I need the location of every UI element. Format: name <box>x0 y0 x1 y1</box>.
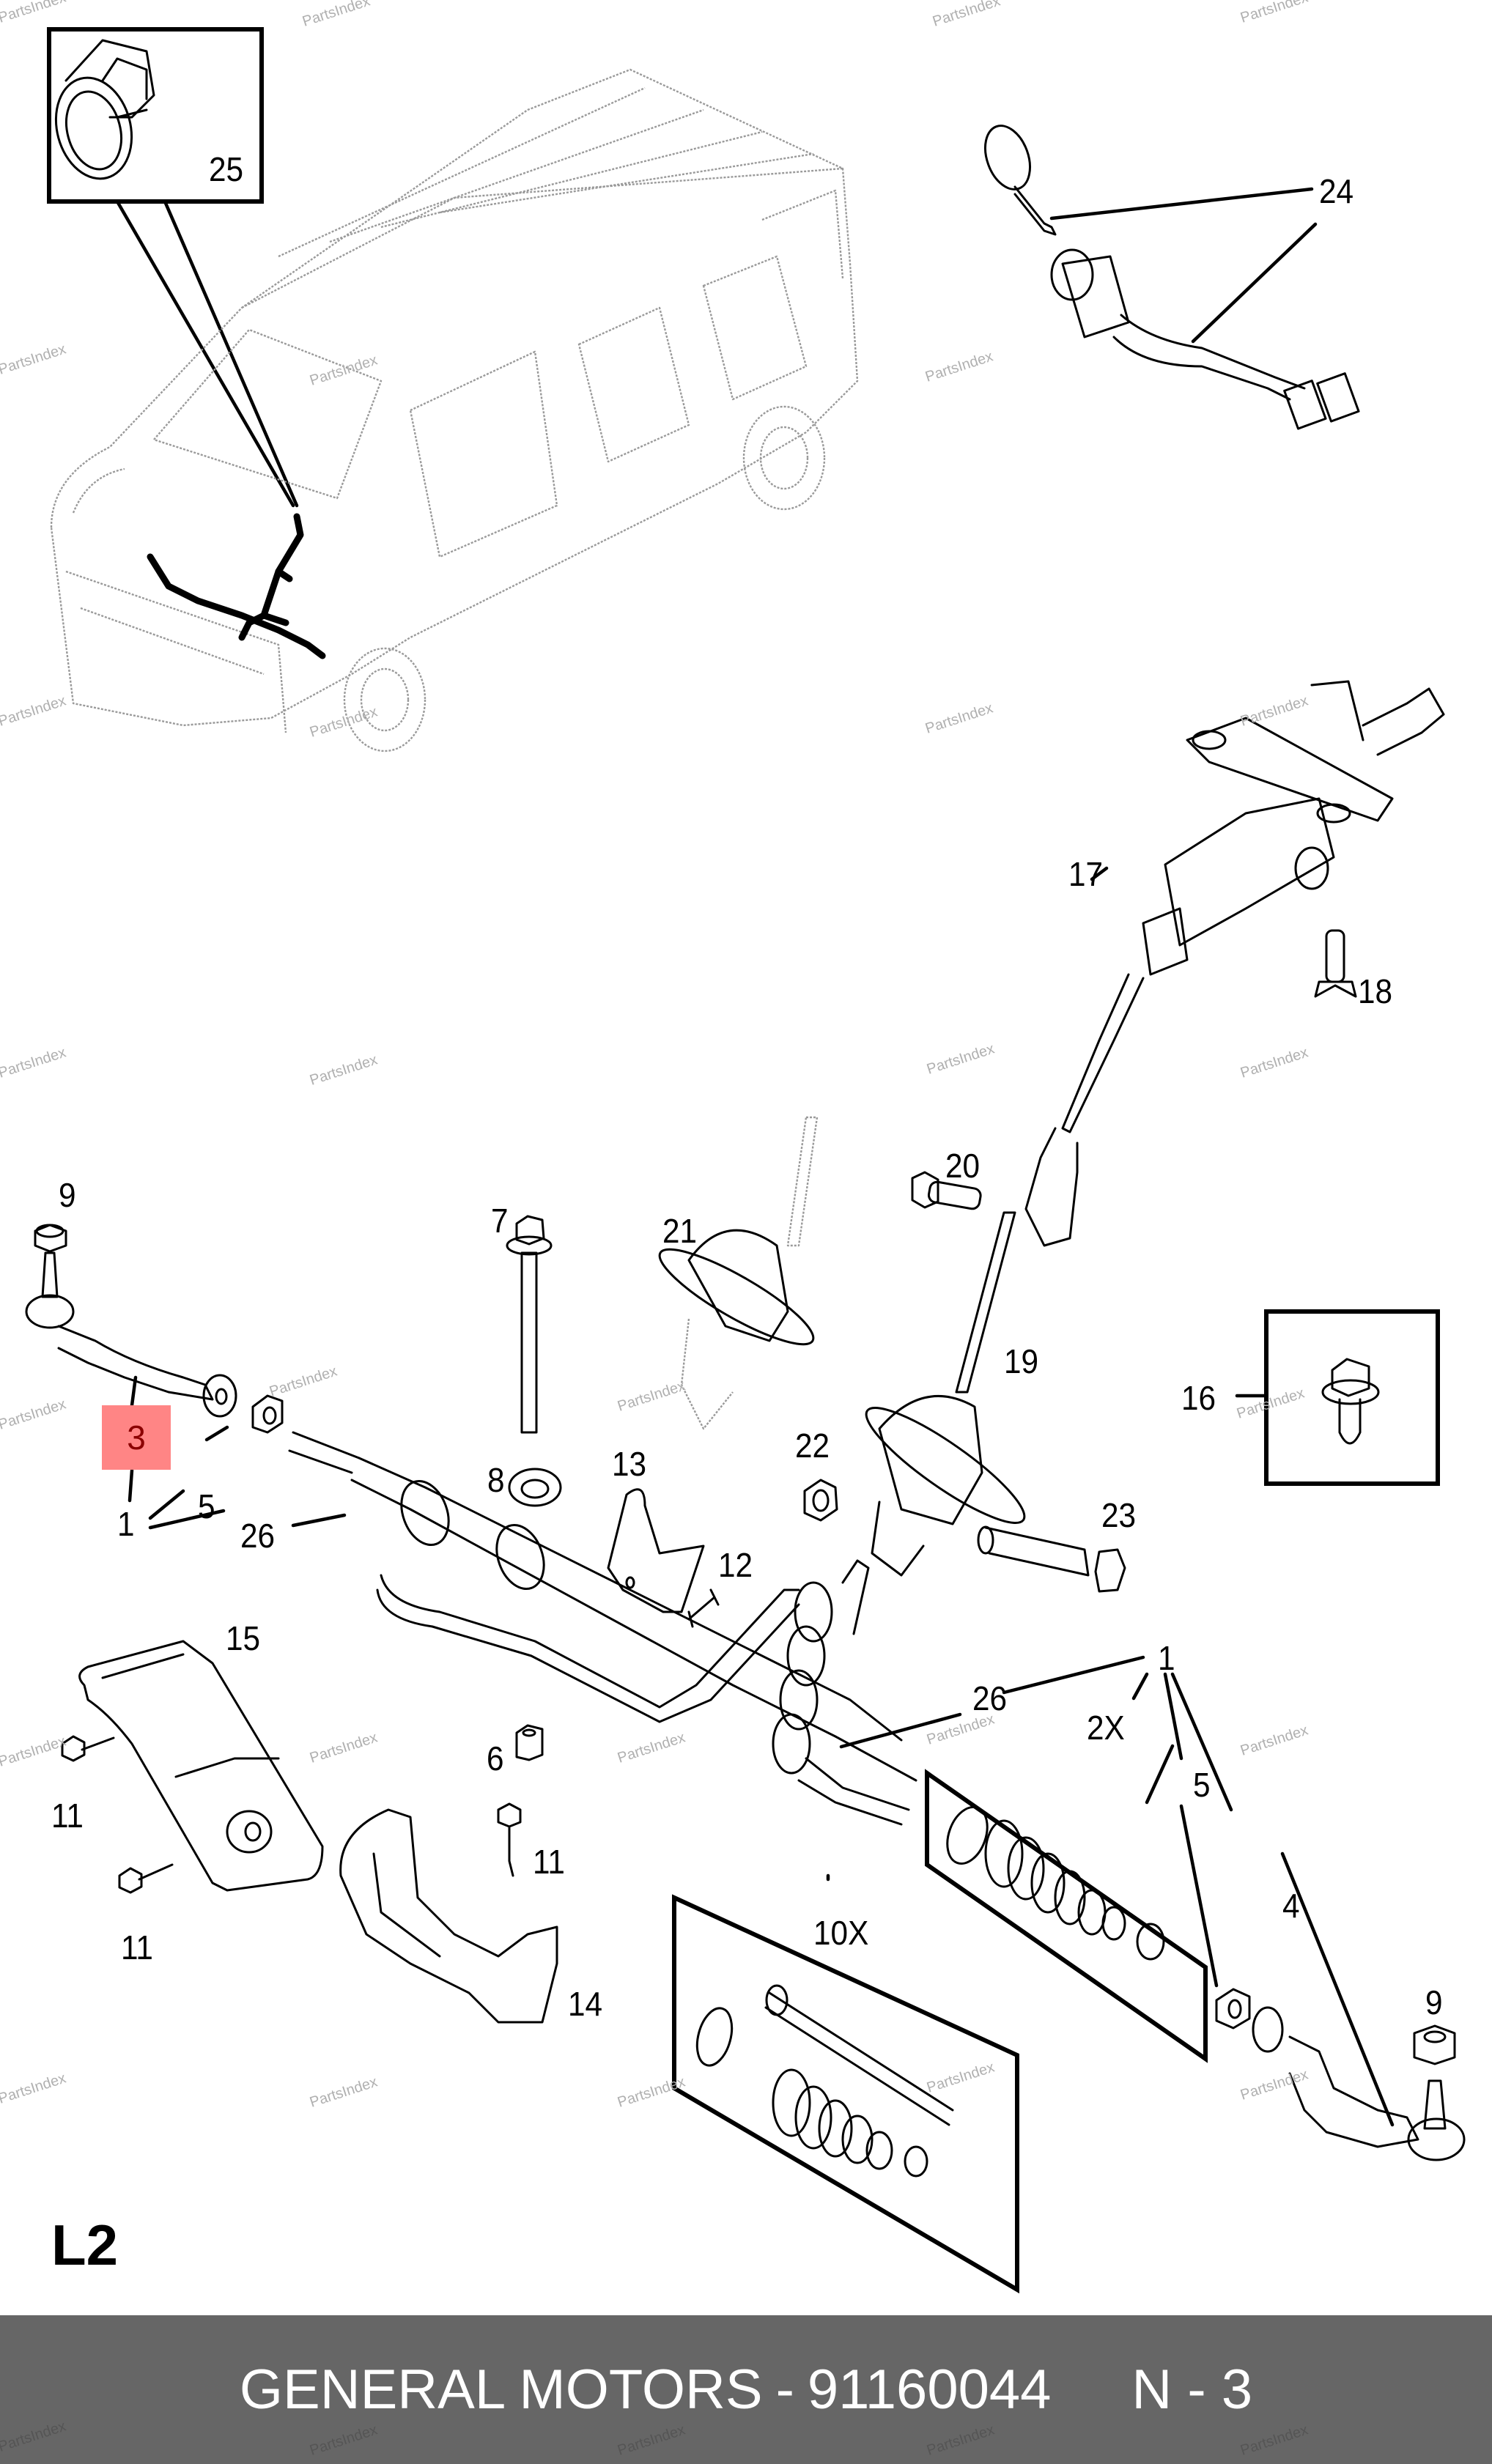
callout-17[interactable]: 17 <box>1068 855 1104 893</box>
callout-20[interactable]: 20 <box>945 1147 980 1185</box>
bracket-13 <box>607 1488 705 1613</box>
screw-11a <box>61 1735 115 1762</box>
callout-14[interactable]: 14 <box>568 1985 603 2023</box>
section-code: L2 <box>51 2213 119 2277</box>
callout-5-right[interactable]: 5 <box>1193 1766 1211 1804</box>
callout-7[interactable]: 7 <box>491 1202 509 1240</box>
heat-shield-14 <box>339 1808 558 2024</box>
callout-11-lower-left[interactable]: 11 <box>121 1928 153 1967</box>
callout-21[interactable]: 21 <box>662 1212 698 1250</box>
callout-9-left[interactable]: 9 <box>59 1176 76 1214</box>
callout-1-right[interactable]: 1 <box>1158 1639 1175 1677</box>
callout-16[interactable]: 16 <box>1181 1379 1216 1417</box>
boot-21 <box>658 1116 819 1430</box>
van-illustration <box>50 68 859 752</box>
stud-23 <box>977 1525 1126 1593</box>
bolt-7 <box>506 1215 553 1434</box>
callout-15[interactable]: 15 <box>226 1619 261 1657</box>
boot-kit-box <box>925 1769 1208 2063</box>
nut-5-left <box>251 1394 284 1434</box>
callout-19[interactable]: 19 <box>1004 1342 1039 1380</box>
boot-19 <box>865 1211 1026 1577</box>
callout-25[interactable]: 25 <box>209 150 244 188</box>
screw-11c <box>497 1802 522 1877</box>
nut-6 <box>515 1724 544 1761</box>
callout-8[interactable]: 8 <box>487 1461 505 1499</box>
callout-2x[interactable]: 2X <box>1087 1709 1125 1747</box>
callout-22[interactable]: 22 <box>795 1427 830 1465</box>
separator: - <box>775 2358 794 2421</box>
nut-22 <box>803 1479 838 1522</box>
washer-8 <box>508 1468 562 1507</box>
connector-inset <box>47 27 299 508</box>
nut-5-right <box>1215 1988 1251 2030</box>
part-number: 91160044 <box>807 2358 1052 2421</box>
callout-26-right[interactable]: 26 <box>972 1679 1008 1717</box>
bolt-16-inset <box>1235 1309 1440 1486</box>
callout-13[interactable]: 13 <box>612 1445 647 1483</box>
ignition-key-and-lock <box>984 125 1360 430</box>
callout-23[interactable]: 23 <box>1101 1496 1137 1534</box>
callout-1-left[interactable]: 1 <box>117 1505 135 1543</box>
screw-11b <box>118 1863 174 1894</box>
callout-11-right[interactable]: 11 <box>533 1843 565 1881</box>
position-label: N - 3 <box>1131 2358 1253 2421</box>
nut-9-right <box>1413 2024 1456 2065</box>
callout-6[interactable]: 6 <box>487 1739 504 1777</box>
callout-12[interactable]: 12 <box>718 1546 753 1584</box>
callout-9-right[interactable]: 9 <box>1425 1983 1443 2021</box>
callout-3-highlighted[interactable]: 3 <box>102 1405 171 1470</box>
callout-11-upper-left[interactable]: 11 <box>51 1797 84 1835</box>
callout-26-left[interactable]: 26 <box>240 1517 276 1555</box>
brand-name: GENERAL MOTORS <box>239 2358 763 2421</box>
leader-lines <box>128 866 1395 2127</box>
inner-tie-rod-kit-box <box>672 1894 1019 2294</box>
parts-diagram <box>25 27 1466 2294</box>
heat-shield-15 <box>78 1640 324 1892</box>
footer-caption: GENERAL MOTORS - 91160044 N - 3 <box>0 2315 1492 2464</box>
tie-rod-end-left <box>25 1224 237 1418</box>
callout-24[interactable]: 24 <box>1319 172 1354 210</box>
connector-icon <box>54 39 155 180</box>
callout-10x[interactable]: 10X <box>813 1914 869 1952</box>
tie-rod-end-right <box>1252 2006 1466 2161</box>
bolt-18 <box>1314 929 1357 998</box>
steering-column <box>1024 680 1445 1247</box>
callout-18[interactable]: 18 <box>1358 972 1393 1010</box>
footer-bar: GENERAL MOTORS - 91160044 N - 3 PartsInd… <box>0 2315 1492 2464</box>
wiring-harness <box>147 513 326 659</box>
bolt-20 <box>911 1171 982 1210</box>
callout-5-left[interactable]: 5 <box>198 1487 215 1525</box>
callout-4[interactable]: 4 <box>1282 1887 1300 1925</box>
steering-rack <box>288 1431 917 1826</box>
